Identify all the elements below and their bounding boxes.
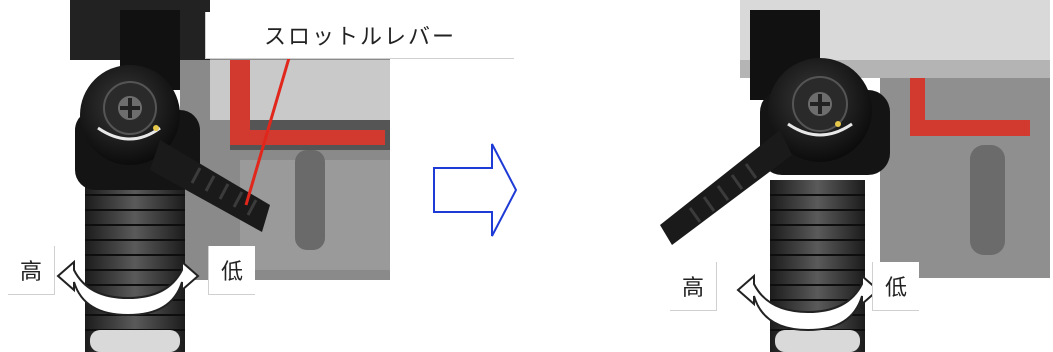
right-low-label: 低 [872, 262, 919, 311]
rotation-arrow-icon [736, 273, 880, 332]
left-photo [0, 0, 520, 352]
rotation-arrow-icon [56, 259, 200, 317]
callout-text: スロットルレバー [263, 25, 456, 50]
transition-arrow-icon [433, 143, 518, 237]
lever-pointer-line [244, 57, 291, 206]
right-photo [620, 0, 1053, 352]
left-high-label: 高 [8, 246, 55, 295]
left-throttle-illustration [56, 0, 390, 352]
right-high-label: 高 [670, 262, 717, 311]
right-throttle-illustration [660, 0, 1050, 352]
left-low-label: 低 [208, 246, 255, 295]
throttle-lever-callout: スロットルレバー [205, 12, 514, 59]
